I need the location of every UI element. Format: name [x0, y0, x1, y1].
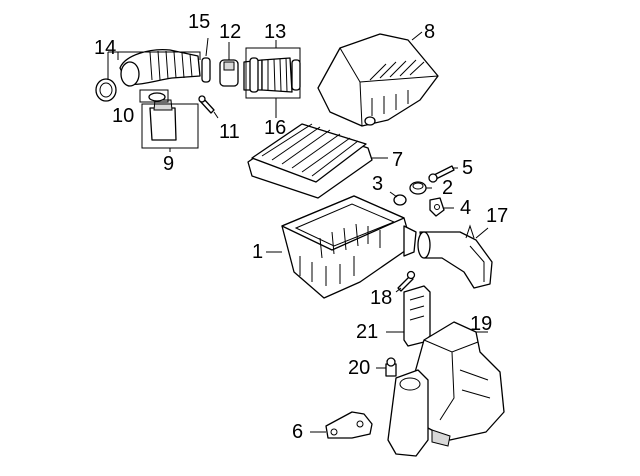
- grommet-part-2: [409, 181, 427, 195]
- sensor-part-9: [149, 99, 177, 141]
- bolt-part-11: [198, 95, 215, 114]
- callout-13: 13: [264, 21, 287, 43]
- callout-1: 1: [252, 241, 264, 263]
- bracket-part-6: [325, 411, 373, 439]
- callout-5: 5: [462, 157, 474, 179]
- callout-9: 9: [163, 153, 175, 175]
- callout-17: 17: [486, 205, 509, 227]
- callout-15: 15: [188, 11, 211, 33]
- clamp-part-15: [201, 57, 211, 83]
- resonator-part-19: [387, 321, 505, 457]
- intake-duct-part: [119, 49, 201, 87]
- callout-12: 12: [219, 21, 242, 43]
- inlet-duct-part-17: [417, 224, 493, 289]
- clamp-part-14: [95, 78, 117, 102]
- callout-7: 7: [392, 149, 404, 171]
- callout-19: 19: [470, 313, 493, 335]
- callout-14: 14: [94, 37, 117, 59]
- callout-16: 16: [264, 117, 287, 139]
- air-filter-part-7: [247, 123, 373, 199]
- air-cleaner-body-part-1: [281, 195, 417, 299]
- bolt-part-18: [397, 270, 416, 292]
- callout-21: 21: [356, 321, 379, 343]
- bolt-part-5: [428, 165, 455, 183]
- callout-6: 6: [292, 421, 304, 443]
- duct-part-13: [243, 57, 301, 93]
- callout-4: 4: [460, 197, 472, 219]
- oring-part-10: [148, 92, 166, 102]
- callout-18: 18: [370, 287, 393, 309]
- cover-part-8: [317, 33, 439, 127]
- callout-10: 10: [112, 105, 135, 127]
- bolt-part-20: [385, 357, 397, 377]
- callout-20: 20: [348, 357, 371, 379]
- resonator-duct-part-21: [403, 285, 431, 347]
- clip-part-4: [429, 197, 445, 217]
- callout-2: 2: [442, 177, 454, 199]
- mass-airflow-part-12: [219, 59, 239, 87]
- callout-11: 11: [219, 121, 240, 143]
- callout-3: 3: [372, 173, 384, 195]
- grommet-part-3: [393, 194, 407, 206]
- callout-8: 8: [424, 21, 436, 43]
